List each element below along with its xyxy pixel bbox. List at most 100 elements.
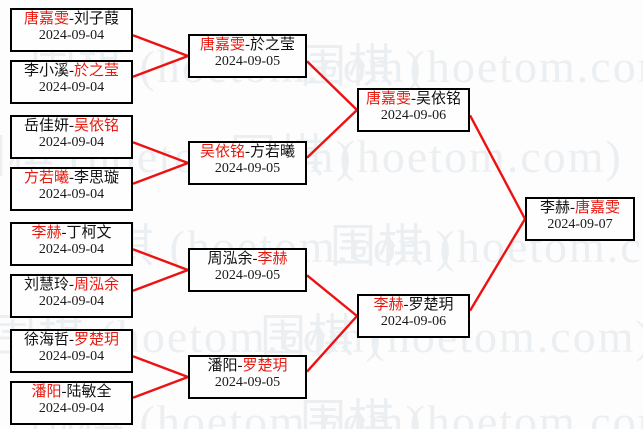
match-players: 李赫-丁柯文 xyxy=(12,225,131,242)
player-loser: 周泓余 xyxy=(207,251,253,267)
match-players: 方若曦-李思璇 xyxy=(12,170,131,187)
player-winner: 唐嘉雯 xyxy=(575,200,621,216)
player-separator: - xyxy=(245,37,250,53)
match-date: 2024-09-06 xyxy=(380,313,447,329)
player-loser: 李赫 xyxy=(539,200,570,216)
player-winner: 唐嘉雯 xyxy=(23,11,69,27)
player-separator: - xyxy=(69,118,74,134)
player-loser: 李思璇 xyxy=(74,170,120,186)
player-separator: - xyxy=(69,332,74,348)
match-players: 李小溪-於之莹 xyxy=(12,63,131,80)
match-date: 2024-09-04 xyxy=(38,79,105,95)
match-date: 2024-09-05 xyxy=(214,160,281,176)
player-winner: 李赫 xyxy=(257,251,288,267)
connector-line xyxy=(132,34,189,58)
connector-line xyxy=(468,218,527,312)
player-loser: 吴依铭 xyxy=(416,91,462,107)
match-players: 刘慧玲-周泓余 xyxy=(12,277,131,294)
player-loser: 於之莹 xyxy=(250,37,296,53)
connector-line xyxy=(132,268,189,292)
player-winner: 於之莹 xyxy=(74,63,120,79)
player-loser: 岳佳妍 xyxy=(23,118,69,134)
player-separator: - xyxy=(69,170,74,186)
player-winner: 李赫 xyxy=(31,225,62,241)
player-separator: - xyxy=(69,11,74,27)
player-loser: 陆敏全 xyxy=(66,384,112,400)
player-loser: 罗楚玥 xyxy=(408,297,454,313)
match-players: 潘阳-罗楚玥 xyxy=(190,358,305,375)
watermark-text: 围棋 (hoetom.com) xyxy=(300,396,643,429)
player-winner: 唐嘉雯 xyxy=(365,91,411,107)
player-winner: 唐嘉雯 xyxy=(199,37,245,53)
match-players: 唐嘉雯-刘子葭 xyxy=(12,11,131,28)
connector-line xyxy=(468,114,527,220)
connector-line xyxy=(306,109,358,159)
match-date: 2024-09-04 xyxy=(38,134,105,150)
match-date: 2024-09-05 xyxy=(214,267,281,283)
connector-line xyxy=(132,161,189,185)
player-loser: 丁柯文 xyxy=(66,225,112,241)
player-winner: 李赫 xyxy=(373,297,404,313)
connector-line xyxy=(132,375,189,399)
match-players: 李赫-罗楚玥 xyxy=(359,297,468,314)
player-separator: - xyxy=(570,200,575,216)
player-separator: - xyxy=(245,144,250,160)
connector-line xyxy=(306,315,358,373)
player-winner: 周泓余 xyxy=(74,277,120,293)
player-winner: 吴依铭 xyxy=(74,118,120,134)
match-date: 2024-09-04 xyxy=(38,293,105,309)
player-separator: - xyxy=(411,91,416,107)
match-date: 2024-09-04 xyxy=(38,400,105,416)
player-loser: 李小溪 xyxy=(23,63,69,79)
match-players: 徐海哲-罗楚玥 xyxy=(12,332,131,349)
player-separator: - xyxy=(69,63,74,79)
player-separator: - xyxy=(61,384,67,400)
match-date: 2024-09-04 xyxy=(38,186,105,202)
match-date: 2024-09-07 xyxy=(547,216,613,232)
player-separator: - xyxy=(69,277,74,293)
player-winner: 罗楚玥 xyxy=(242,358,288,374)
player-loser: 潘阳 xyxy=(207,358,238,374)
match-date: 2024-09-04 xyxy=(38,241,105,257)
match-players: 岳佳妍-吴依铭 xyxy=(12,118,131,135)
watermark-text: 围棋 (hoetom.com) xyxy=(300,41,643,92)
player-separator: - xyxy=(237,358,243,374)
player-winner: 吴依铭 xyxy=(199,144,245,160)
connector-line xyxy=(132,355,189,379)
player-winner: 潘阳 xyxy=(31,384,62,400)
connector-line xyxy=(132,54,189,78)
player-loser: 方若曦 xyxy=(250,144,296,160)
match-players: 唐嘉雯-吴依铭 xyxy=(359,91,468,108)
player-loser: 徐海哲 xyxy=(23,332,69,348)
player-loser: 刘慧玲 xyxy=(23,277,69,293)
match-players: 李赫-唐嘉雯 xyxy=(527,200,633,217)
match-date: 2024-09-05 xyxy=(214,374,281,390)
connector-line xyxy=(306,274,358,317)
match-players: 潘阳-陆敏全 xyxy=(12,384,131,401)
connector-line xyxy=(132,141,189,165)
player-winner: 方若曦 xyxy=(23,170,69,186)
match-date: 2024-09-06 xyxy=(380,107,447,123)
player-separator: - xyxy=(252,251,258,267)
match-players: 吴依铭-方若曦 xyxy=(190,144,305,161)
match-players: 周泓余-李赫 xyxy=(190,251,305,268)
match-date: 2024-09-05 xyxy=(214,53,281,69)
player-loser: 刘子葭 xyxy=(74,11,120,27)
player-winner: 罗楚玥 xyxy=(74,332,120,348)
